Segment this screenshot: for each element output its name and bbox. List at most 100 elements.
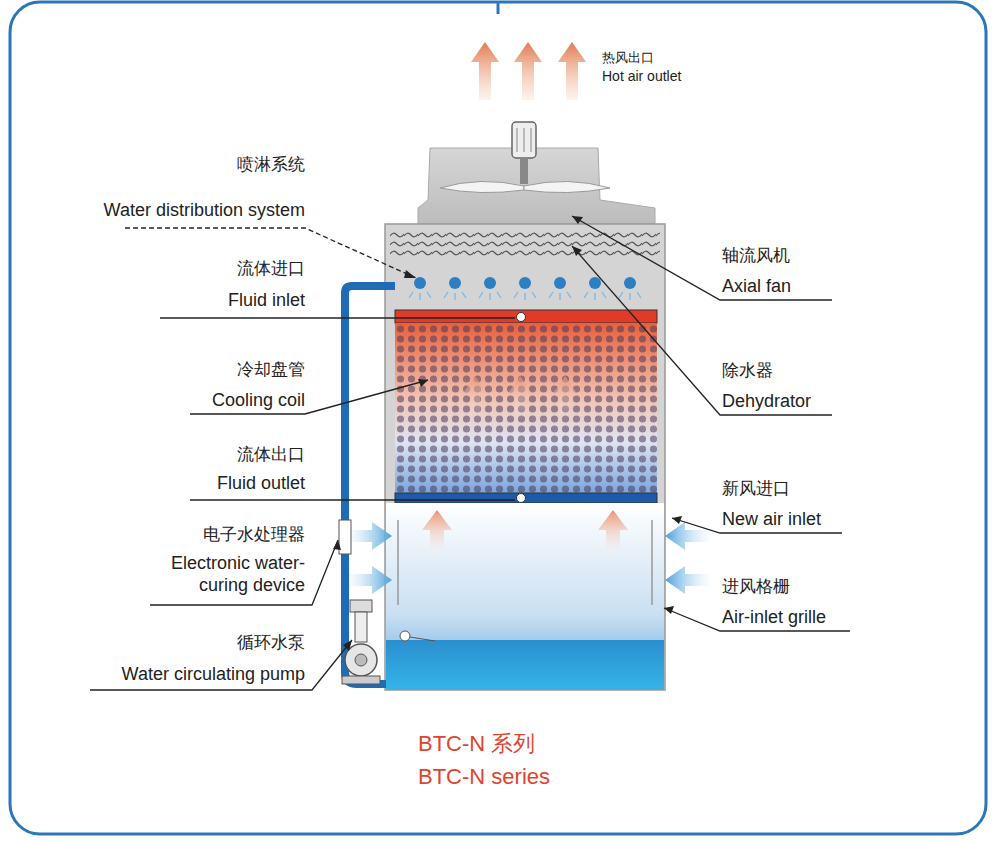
- drawing-part: [619, 292, 641, 300]
- float-valve: [410, 637, 435, 641]
- drawing-part: [345, 566, 392, 594]
- drawing-part: [350, 600, 372, 612]
- drawing-part: [572, 246, 582, 256]
- drawing-part: [572, 246, 832, 415]
- part-label: 轴流风机: [722, 246, 790, 266]
- part-label: BTC-N series: [418, 764, 550, 790]
- drawing-part: [517, 313, 526, 322]
- drawing-part: [444, 292, 466, 300]
- part-label: Hot air outlet: [602, 68, 681, 85]
- leader-lines: [90, 216, 850, 690]
- drawing-part: [190, 499, 515, 500]
- drawing-part: [672, 516, 682, 524]
- part-label: Dehydrator: [722, 391, 811, 413]
- drawing-part: [531, 128, 532, 152]
- part-label: Axial fan: [722, 276, 791, 298]
- drawing-part: [395, 310, 657, 323]
- drawing-part: [664, 608, 850, 631]
- drawing-part: [355, 612, 367, 642]
- part-label: New air inlet: [722, 509, 821, 531]
- cooling-coil: [395, 310, 657, 503]
- dehydrator: [390, 230, 660, 258]
- drawing-part: [665, 522, 712, 550]
- frame-tick: [497, 2, 500, 14]
- drawing-part: [395, 493, 657, 503]
- drawing-part: [554, 376, 576, 420]
- drawing-part: [514, 42, 542, 100]
- part-label: Fluid inlet: [228, 290, 305, 312]
- axial-fan: [418, 122, 655, 224]
- drawing-part: [409, 292, 431, 300]
- drawing-part: [90, 640, 352, 690]
- frame: [10, 2, 986, 834]
- drawing-part: [624, 277, 636, 289]
- leader-arrowheads: [333, 216, 682, 651]
- drawing-part: [519, 277, 531, 289]
- drawing-part: [484, 277, 496, 289]
- drawing-part: [524, 181, 610, 192]
- part-label: 冷却盘管: [237, 360, 305, 380]
- drawing-part: [584, 292, 606, 300]
- water-circulating-pump: [342, 600, 380, 684]
- drawing-part: [598, 510, 628, 560]
- drawing-part: [333, 540, 341, 550]
- float-valve: [400, 631, 410, 641]
- part-label: 除水器: [722, 361, 773, 381]
- drawing-part: [572, 216, 832, 300]
- part-label: Water distribution system: [104, 200, 305, 222]
- air-inlet-section: [386, 503, 664, 690]
- drawing-part: [355, 654, 367, 666]
- warm-air-arrows: [422, 510, 628, 560]
- part-label: 循环水泵: [237, 633, 305, 653]
- part-label: 进风格栅: [722, 577, 790, 597]
- part-label: Air-inlet grille: [722, 607, 826, 629]
- drawing-part: [479, 292, 501, 300]
- hot-air-arrows: [471, 42, 586, 100]
- drawing-part: [418, 148, 655, 224]
- drawing-part: [345, 644, 377, 676]
- drawing-part: [404, 270, 416, 278]
- part-label: Electronic water- curing device: [137, 553, 305, 596]
- drawing-part: [190, 380, 428, 414]
- drawing-part: [558, 42, 586, 100]
- drawing-part: [345, 522, 392, 550]
- spray-nozzles: [409, 277, 641, 300]
- drawing-part: [422, 510, 452, 560]
- drawing-part: [664, 606, 674, 614]
- drawing-part: [395, 323, 657, 493]
- drawing-part: [471, 42, 499, 100]
- part-label: 热风出口: [602, 50, 654, 66]
- drawing-part: [342, 676, 380, 684]
- drawing-part: [418, 379, 428, 387]
- part-label: Fluid outlet: [217, 473, 305, 495]
- drawing-part: [160, 317, 515, 318]
- drawing-part: [343, 640, 352, 651]
- drawing-part: [549, 292, 571, 300]
- drawing-part: [554, 277, 566, 289]
- tower-casing: [385, 224, 665, 690]
- drawing-part: [440, 181, 524, 192]
- part-label: 电子水处理器: [203, 525, 305, 545]
- drawing-part: [414, 277, 426, 289]
- drawing-part: [517, 494, 526, 503]
- drawing-part: [517, 128, 518, 152]
- part-label: 喷淋系统: [237, 155, 305, 175]
- water-basin: [386, 640, 664, 690]
- series-caption: BTC-N 系列: [418, 731, 535, 757]
- part-label: 流体出口: [237, 445, 305, 465]
- drawing-part: [464, 376, 486, 420]
- electronic-water-curing-device: [339, 520, 351, 554]
- circulating-pipe: [345, 286, 395, 660]
- drawing-part: [409, 292, 641, 300]
- part-label: Water circulating pump: [122, 664, 305, 686]
- part-label: Cooling coil: [212, 390, 305, 412]
- drawing-part: [572, 216, 583, 224]
- drawing-part: [589, 277, 601, 289]
- drawing-part: [395, 323, 657, 493]
- fresh-air-arrows: [345, 522, 712, 594]
- air-inlet-grille: [397, 520, 399, 605]
- air-inlet-grille: [651, 520, 653, 605]
- drawing-part: [509, 376, 531, 420]
